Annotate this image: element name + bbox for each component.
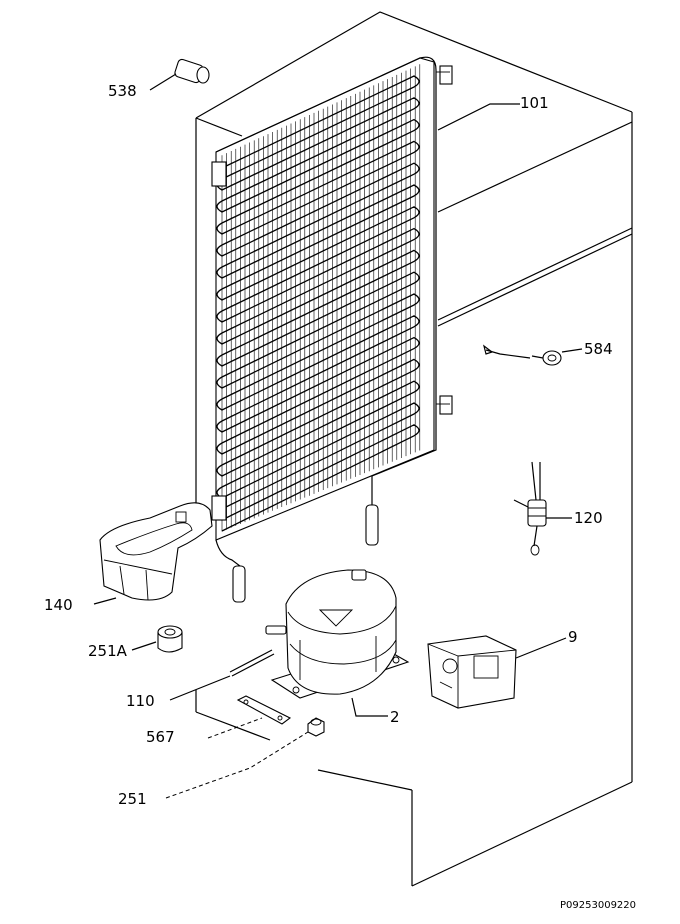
label-251A: 251A — [88, 642, 128, 660]
part-251-nut: 251 — [118, 717, 325, 808]
label-251: 251 — [118, 790, 147, 808]
part-140-tray: 140 — [44, 502, 213, 614]
part-2-compressor: 2 — [265, 569, 410, 726]
part-567-bracket: 567 — [146, 695, 292, 746]
condenser-coil — [211, 56, 453, 603]
label-567: 567 — [146, 728, 175, 746]
label-584: 584 — [584, 340, 613, 358]
label-2: 2 — [390, 708, 400, 726]
drawing-code: P09253009220 — [560, 900, 636, 911]
side-rod — [437, 227, 633, 327]
label-140: 140 — [44, 596, 73, 614]
label-120: 120 — [574, 509, 603, 527]
label-9: 9 — [568, 628, 578, 646]
part-110-rod: 110 — [126, 649, 275, 710]
cabinet-outline — [195, 11, 633, 887]
part-9-relay: 9 — [427, 628, 578, 709]
part-120-component: 120 — [513, 461, 603, 556]
label-538: 538 — [108, 82, 137, 100]
label-110: 110 — [126, 692, 155, 710]
part-538-plug: 538 — [108, 58, 210, 100]
part-251A-grommet: 251A — [88, 625, 183, 660]
label-101: 101 — [520, 94, 549, 112]
callout-101: 101 — [437, 94, 549, 131]
part-584-cable: 584 — [483, 340, 613, 366]
